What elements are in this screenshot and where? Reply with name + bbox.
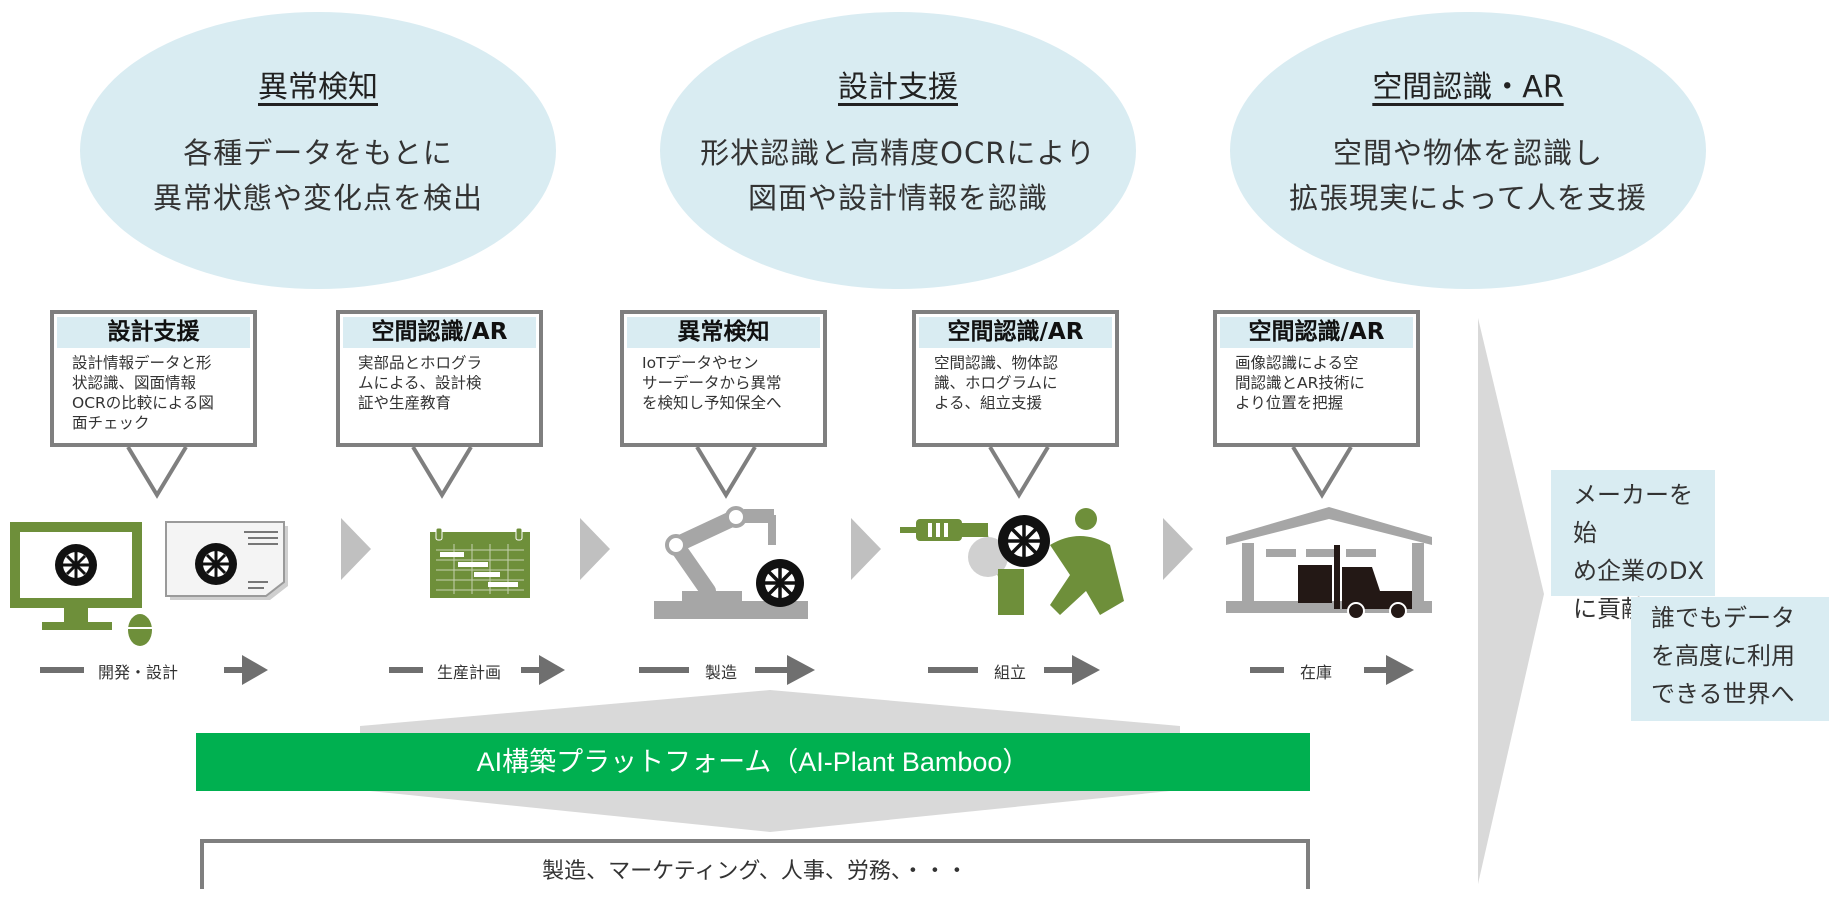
- ellipse-title: 異常検知: [258, 70, 378, 105]
- card-line: 面チェック: [72, 414, 150, 432]
- ellipse-text: 形状認識と高精度OCRにより: [700, 136, 1096, 170]
- ellipse-title: 空間認識・AR: [1372, 70, 1564, 105]
- card-design-support: 設計支援 設計情報データと形 状認識、図面情報 OCRの比較による図 面チェック: [50, 310, 257, 447]
- domains-box: 製造、マーケティング、人事、労務、・・・: [200, 839, 1310, 889]
- ellipse-text: 空間や物体を認識し: [1332, 136, 1603, 170]
- dash-line: [639, 667, 689, 673]
- stage-production-planning: 生産計画: [389, 655, 589, 685]
- chevron-right-icon: [580, 518, 610, 580]
- box-line: 誰でもデータ: [1651, 604, 1795, 632]
- arrow-right-icon: [1364, 655, 1414, 685]
- card-line: 間認識とAR技術に: [1235, 374, 1365, 392]
- card-title: 空間認識/AR: [919, 317, 1112, 348]
- box-line: め企業のDX: [1573, 557, 1704, 585]
- stage-label: 組立: [994, 663, 1027, 682]
- card-spatial-ar-3: 空間認識/AR 画像認識による空 間認識とAR技術に より位置を把握: [1213, 310, 1420, 447]
- card-line: 実部品とホログラ: [358, 354, 483, 372]
- box-line: できる世界へ: [1651, 680, 1795, 708]
- ellipse-spatial-ar: 空間認識・AR 空間や物体を認識し 拡張現実によって人を支援: [1230, 12, 1706, 289]
- dash-line: [1250, 667, 1284, 673]
- card-body: IoTデータやセン サーデータから異常 を検知し予知保全へ: [624, 351, 823, 413]
- card-body: 設計情報データと形 状認識、図面情報 OCRの比較による図 面チェック: [54, 351, 253, 433]
- stage-label: 製造: [705, 663, 738, 682]
- ellipse-text: 異常状態や変化点を検出: [152, 181, 483, 215]
- chevron-right-icon: [341, 518, 371, 580]
- card-line: より位置を把握: [1235, 394, 1344, 412]
- platform-bottom-shade: [360, 790, 1180, 832]
- card-line: 設計情報データと形: [72, 354, 212, 372]
- card-line: 状認識、図面情報: [72, 374, 197, 392]
- card-line: OCRの比較による図: [72, 394, 214, 412]
- callout-pointer-icon: [126, 447, 188, 499]
- card-spatial-ar-1: 空間認識/AR 実部品とホログラ ムによる、設計検 証や生産教育: [336, 310, 543, 447]
- ellipse-text: 各種データをもとに: [183, 136, 453, 170]
- drawing-wheel-icon: [165, 521, 288, 600]
- arrow-right-icon: [1044, 655, 1100, 685]
- stage-label: 在庫: [1300, 663, 1333, 682]
- dash-line: [389, 667, 423, 673]
- worker-drill-wheel-icon: [900, 508, 1124, 615]
- ellipse-anomaly-detection: 異常検知 各種データをもとに 異常状態や変化点を検出: [80, 12, 556, 289]
- stage-inventory: 在庫: [1250, 655, 1450, 685]
- box-line: を高度に利用: [1651, 642, 1795, 670]
- callout-pointer-icon: [411, 447, 473, 499]
- box-line: メーカーを始: [1573, 481, 1693, 547]
- ai-platform-bar: AI構築プラットフォーム（AI-Plant Bamboo）: [196, 733, 1310, 791]
- card-anomaly-detection: 異常検知 IoTデータやセン サーデータから異常 を検知し予知保全へ: [620, 310, 827, 447]
- card-title: 設計支援: [57, 317, 250, 348]
- ellipse-text: 図面や設計情報を認識: [747, 181, 1048, 215]
- dash-line: [40, 667, 84, 673]
- card-body: 空間認識、物体認 識、ホログラムに よる、組立支援: [916, 351, 1115, 413]
- card-body: 画像認識による空 間認識とAR技術に より位置を把握: [1217, 351, 1416, 413]
- gantt-calendar-icon: [430, 527, 530, 598]
- callout-pointer-icon: [988, 447, 1050, 499]
- stage-label: 開発・設計: [98, 663, 179, 682]
- robot-arm-wheel-icon: [654, 506, 808, 619]
- data-world-box: 誰でもデータ を高度に利用 できる世界へ: [1631, 597, 1829, 721]
- ellipse-title: 設計支援: [838, 70, 958, 105]
- stage-label: 生産計画: [437, 663, 502, 682]
- card-line: ムによる、設計検: [358, 374, 482, 392]
- stage-development-design: 開発・設計: [40, 655, 268, 685]
- dash-line: [928, 667, 978, 673]
- arrow-right-icon: [224, 655, 268, 685]
- stage-assembly: 組立: [928, 655, 1128, 685]
- card-line: 識、ホログラムに: [934, 374, 1058, 392]
- warehouse-forklift-icon: [1226, 507, 1432, 619]
- dx-contribution-box: メーカーを始 め企業のDX に貢献: [1551, 470, 1715, 623]
- card-title: 空間認識/AR: [343, 317, 536, 348]
- callout-pointer-icon: [695, 447, 757, 499]
- ellipse-design-support: 設計支援 形状認識と高精度OCRにより 図面や設計情報を認識: [660, 12, 1136, 289]
- chevron-right-icon: [1163, 518, 1193, 580]
- card-line: を検知し予知保全へ: [642, 394, 782, 412]
- card-line: 空間認識、物体認: [934, 354, 1059, 372]
- card-title: 異常検知: [627, 317, 820, 348]
- card-line: サーデータから異常: [642, 374, 782, 392]
- large-chevron-right-icon: [1478, 318, 1544, 884]
- card-line: 証や生産教育: [358, 394, 452, 412]
- arrow-right-icon: [755, 655, 815, 685]
- card-line: IoTデータやセン: [642, 354, 759, 372]
- card-spatial-ar-2: 空間認識/AR 空間認識、物体認 識、ホログラムに よる、組立支援: [912, 310, 1119, 447]
- card-body: 実部品とホログラ ムによる、設計検 証や生産教育: [340, 351, 539, 413]
- ellipse-text: 拡張現実によって人を支援: [1289, 181, 1647, 215]
- stage-manufacturing: 製造: [639, 655, 839, 685]
- card-title: 空間認識/AR: [1220, 317, 1413, 348]
- monitor-wheel-icon: [10, 522, 152, 646]
- arrow-right-icon: [521, 655, 565, 685]
- card-line: よる、組立支援: [934, 394, 1043, 412]
- callout-pointer-icon: [1291, 447, 1353, 499]
- platform-top-shade: [360, 690, 1180, 734]
- chevron-right-icon: [851, 518, 881, 580]
- card-line: 画像認識による空: [1235, 354, 1359, 372]
